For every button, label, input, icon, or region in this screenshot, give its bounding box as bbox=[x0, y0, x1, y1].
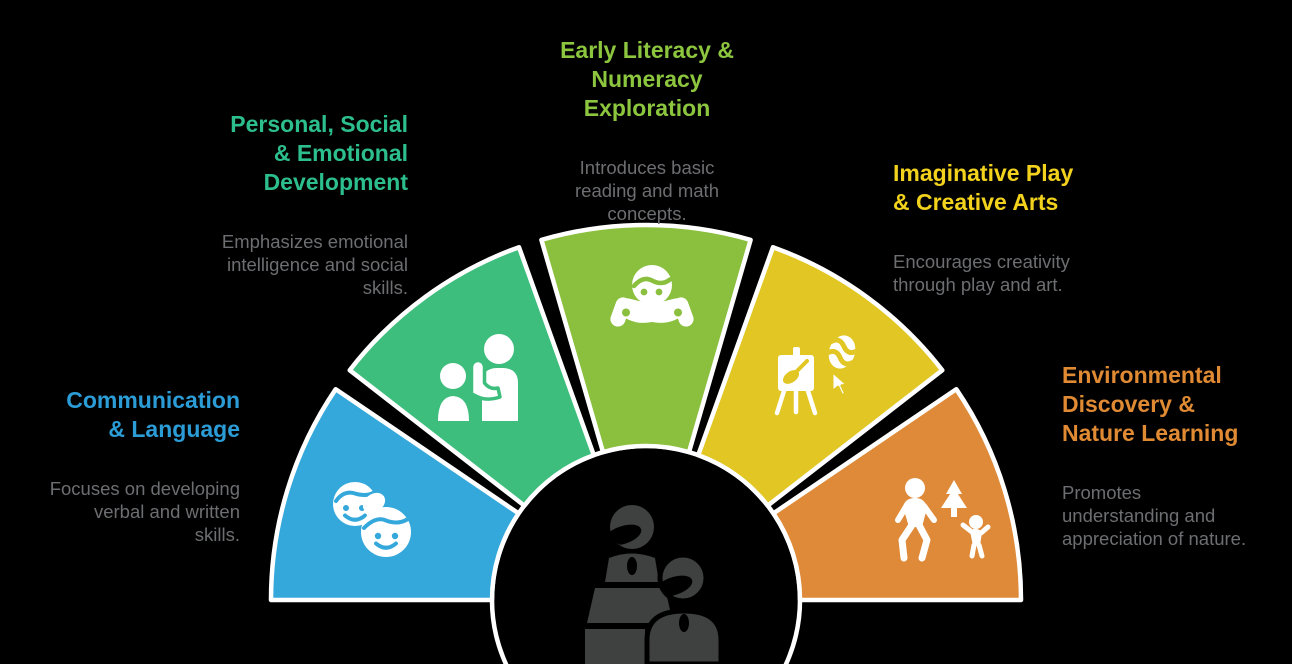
label-imaginative-play: Imaginative Play & Creative Arts Encoura… bbox=[893, 141, 1143, 314]
open-book bbox=[621, 298, 683, 323]
raised-arm bbox=[469, 358, 502, 401]
segment-early-literacy-numeracy bbox=[539, 222, 753, 455]
pine-tree bbox=[946, 480, 962, 494]
segment-communication-language bbox=[268, 386, 521, 603]
adult-head bbox=[905, 478, 925, 498]
label-early-literacy-numeracy: Early Literacy & Numeracy Exploration In… bbox=[497, 18, 797, 243]
striped-balloon bbox=[825, 335, 859, 369]
segment-description-communication: Focuses on developing verbal and written… bbox=[49, 477, 240, 546]
child-reading-book-icon bbox=[610, 265, 694, 327]
segment-description-environmental: Promotes understanding and appreciation … bbox=[1062, 481, 1247, 550]
cursor-arrow bbox=[830, 369, 850, 398]
segment-title-communication: Communication & Language bbox=[66, 387, 240, 442]
segment-title-environmental: Environmental Discovery & Nature Learnin… bbox=[1062, 362, 1239, 446]
reader-head bbox=[632, 265, 672, 305]
parent-child-icon bbox=[438, 334, 518, 421]
parent-head bbox=[484, 334, 514, 364]
child-head bbox=[969, 515, 983, 529]
label-personal-social-emotional: Personal, Social & Emotional Development… bbox=[128, 92, 408, 317]
teacher-with-student-icon bbox=[585, 505, 724, 664]
segment-description-personal-social: Emphasizes emotional intelligence and so… bbox=[221, 230, 408, 299]
label-environmental-discovery: Environmental Discovery & Nature Learnin… bbox=[1062, 343, 1292, 568]
segment-environmental-discovery bbox=[771, 386, 1024, 603]
segment-description-imaginative-play: Encourages creativity through play and a… bbox=[893, 250, 1070, 296]
child-body bbox=[438, 396, 469, 421]
child-head bbox=[440, 363, 466, 389]
easel-cursor-icon bbox=[774, 335, 859, 416]
segment-title-imaginative-play: Imaginative Play & Creative Arts bbox=[893, 160, 1074, 215]
family-nature-walk-icon bbox=[895, 478, 991, 562]
children-faces-icon bbox=[333, 482, 411, 557]
segment-title-early-literacy: Early Literacy & Numeracy Exploration bbox=[560, 37, 734, 121]
student-body bbox=[644, 608, 724, 664]
segment-title-personal-social: Personal, Social & Emotional Development bbox=[230, 111, 408, 195]
segment-description-early-literacy: Introduces basic reading and math concep… bbox=[575, 156, 719, 225]
label-communication-language: Communication & Language Focuses on deve… bbox=[10, 368, 240, 564]
segment-imaginative-play bbox=[695, 244, 945, 508]
